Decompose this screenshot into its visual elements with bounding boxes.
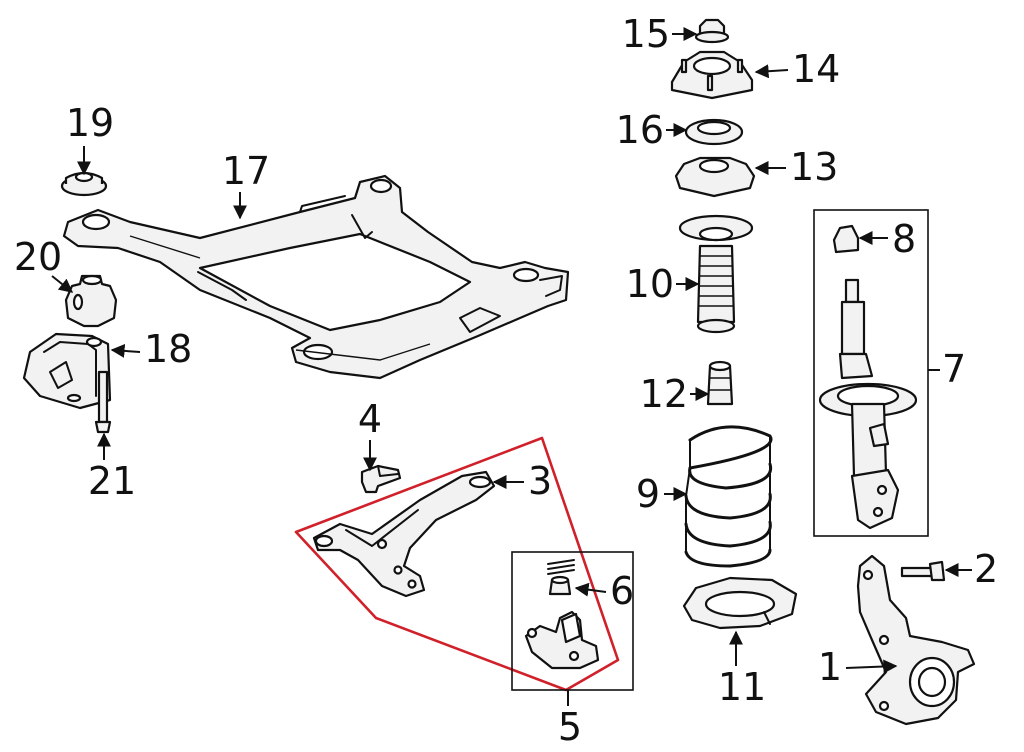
- bushing-part[interactable]: [64, 274, 118, 328]
- callout-4: 4: [358, 397, 382, 441]
- bolt-part[interactable]: [94, 370, 112, 434]
- callout-6: 6: [610, 569, 634, 613]
- crossmember-part[interactable]: [62, 174, 570, 380]
- bracket-part[interactable]: [22, 332, 112, 410]
- leader-lines: [51, 27, 972, 706]
- bearing-part[interactable]: [684, 118, 744, 146]
- callout-9: 9: [636, 472, 660, 516]
- callout-21: 21: [88, 459, 136, 503]
- lower-arm-highlight: [294, 436, 620, 692]
- callout-14: 14: [792, 47, 840, 91]
- callout-11: 11: [718, 665, 766, 709]
- callout-3: 3: [528, 459, 552, 503]
- callout-7: 7: [942, 347, 966, 391]
- strut-assembly-part[interactable]: [818, 278, 918, 530]
- castle-nut-part[interactable]: [548, 575, 572, 596]
- callout-16: 16: [616, 108, 664, 152]
- ball-joint-box: [511, 551, 634, 691]
- callout-17: 17: [222, 149, 270, 193]
- callout-2: 2: [974, 547, 998, 591]
- callout-19: 19: [66, 101, 114, 145]
- callout-18: 18: [144, 327, 192, 371]
- callout-10: 10: [626, 262, 674, 306]
- cotter-pin-part[interactable]: [547, 559, 575, 575]
- callout-1: 1: [818, 645, 842, 689]
- strut-nut-small-part[interactable]: [832, 224, 860, 254]
- steering-knuckle-part[interactable]: [856, 554, 976, 726]
- upper-spring-seat-part[interactable]: [674, 156, 756, 198]
- callout-15: 15: [622, 12, 670, 56]
- lower-control-arm-part[interactable]: [312, 470, 496, 598]
- mount-cushion-part[interactable]: [60, 171, 108, 197]
- dust-boot-part[interactable]: [678, 214, 754, 334]
- knuckle-bolt-part[interactable]: [900, 560, 946, 582]
- callout-5: 5: [558, 705, 582, 749]
- upper-mount-part[interactable]: [670, 50, 754, 100]
- small-bracket-part[interactable]: [360, 464, 402, 494]
- coil-spring-part[interactable]: [684, 425, 773, 568]
- callout-12: 12: [640, 372, 688, 416]
- strut-nut-part[interactable]: [694, 18, 730, 44]
- callout-13: 13: [790, 145, 838, 189]
- callout-20: 20: [14, 235, 62, 279]
- strut-box: [813, 209, 929, 537]
- callout-labels: 1 2 3 4 5 6 7 8 9 10 11 12 13 14 15 16 1…: [14, 12, 998, 749]
- spring-insulator-part[interactable]: [682, 576, 798, 630]
- bump-stop-part[interactable]: [706, 360, 734, 406]
- ball-joint-part[interactable]: [524, 610, 600, 670]
- callout-8: 8: [892, 217, 916, 261]
